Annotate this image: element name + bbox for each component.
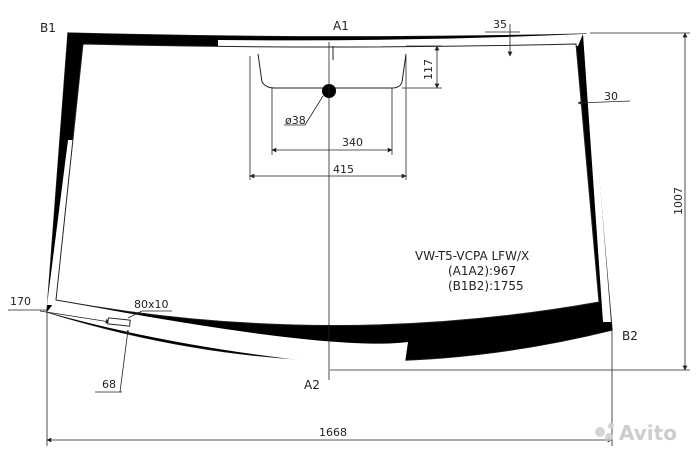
- point-b1: B1: [40, 21, 56, 35]
- model-code: VW-T5-VCPA LFW/X: [415, 249, 529, 263]
- model-a1a2: (A1A2):967: [448, 264, 516, 278]
- dim-340-label: 340: [342, 136, 363, 149]
- dim-117-label: 117: [422, 59, 435, 80]
- dim-170-label: 170: [10, 295, 31, 308]
- point-b2: B2: [622, 329, 638, 343]
- avito-watermark: Avito: [595, 421, 677, 445]
- dim-1668-label: 1668: [319, 426, 347, 439]
- dim-30-label: 30: [604, 90, 618, 103]
- inner-outline: [55, 43, 600, 326]
- frit-mask-right: [583, 34, 611, 322]
- dim-68-leader: [119, 329, 130, 393]
- dim-170-arrow: [39, 310, 111, 324]
- point-a2: A2: [304, 378, 320, 392]
- model-b1b2: (B1B2):1755: [448, 279, 524, 293]
- dim-30-line: [577, 100, 631, 106]
- diam-label: ø38: [285, 114, 306, 127]
- mirror-area: [257, 53, 407, 89]
- frit-band: [47, 33, 612, 362]
- frit-mask-top: [218, 34, 583, 49]
- vin-label: 80x10: [134, 298, 169, 311]
- diam-leader: [304, 95, 324, 126]
- frit-mask-bottom: [47, 300, 408, 370]
- vin-leader: [127, 310, 143, 319]
- dim-35-label: 35: [493, 18, 507, 31]
- vin-window: [107, 317, 131, 327]
- avito-logo-text: Avito: [619, 421, 677, 445]
- dim-415-label: 415: [333, 163, 354, 176]
- dim-68-label: 68: [102, 378, 116, 391]
- dim-1007-label: 1007: [672, 187, 685, 215]
- point-a1: A1: [333, 19, 349, 33]
